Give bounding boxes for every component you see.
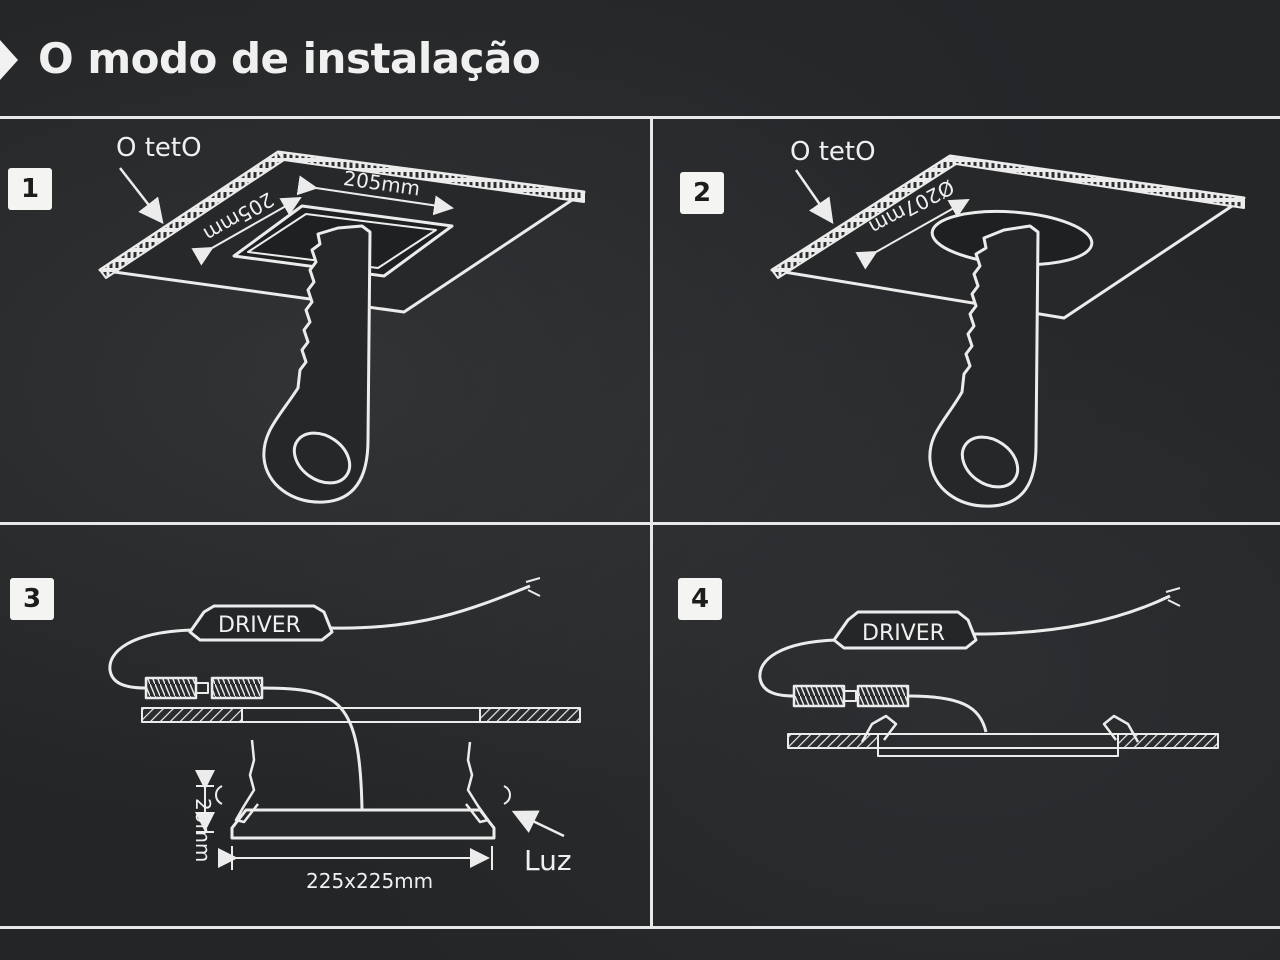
ceiling-pointer-arrow: [119, 167, 164, 224]
light-cable: [261, 686, 364, 811]
saw-handle-hole: [960, 435, 1020, 489]
light-pointer-arrow: [511, 810, 565, 838]
step-1-ceiling-label: O tetO: [116, 133, 202, 163]
driver-output-cable: [108, 628, 193, 690]
ceiling-pointer-arrow: [794, 169, 834, 225]
step-number-4: 4: [678, 578, 722, 620]
driver-box: [832, 610, 978, 650]
step-3-height-dimension: 20mm: [191, 798, 215, 862]
grid-line-top: [0, 116, 1280, 119]
connector-female: [856, 684, 910, 708]
step-3-light-label: Luz: [524, 844, 572, 877]
step-3-size-dimension: 225x225mm: [306, 869, 433, 893]
grid-line-bottom: [0, 926, 1280, 929]
step-1-diagram: [98, 150, 586, 504]
ceiling-section-right: [479, 707, 581, 723]
header-triangle-icon: [0, 40, 18, 80]
step-number-2: 2: [680, 172, 724, 214]
step-3-driver-label: DRIVER: [218, 613, 301, 638]
connector-male: [792, 684, 846, 708]
step-4-driver-label: DRIVER: [862, 621, 945, 646]
grid-line-vertical: [650, 116, 653, 929]
step-2-diagram: [770, 154, 1246, 508]
spring-clip-left: [234, 739, 259, 824]
spring-clip-right: [465, 741, 490, 824]
page-title: O modo de instalação: [38, 34, 541, 83]
step-number-3: 3: [10, 578, 54, 620]
jigsaw-blade: [928, 224, 1040, 508]
light-cable: [907, 694, 988, 733]
step-3-diagram: [108, 577, 581, 870]
grid-line-middle: [0, 522, 1280, 525]
saw-handle-hole: [292, 431, 352, 485]
ceiling-section-left: [141, 707, 243, 723]
supply-cable: [329, 584, 531, 630]
connector-male: [144, 676, 198, 700]
spring-clip-left: [860, 714, 898, 743]
panel-light-body: [877, 747, 1119, 757]
spring-clip-right: [1102, 714, 1140, 743]
panel-light-body: [230, 808, 496, 840]
step-number-1: 1: [8, 168, 52, 210]
supply-cable: [973, 594, 1171, 636]
ceiling-edge-back: [949, 155, 1245, 209]
driver-output-cable: [758, 638, 837, 698]
connector-female: [210, 676, 264, 700]
step-4-diagram: [758, 587, 1219, 757]
step-2-ceiling-label: O tetO: [790, 137, 876, 167]
jigsaw-blade: [262, 224, 372, 504]
driver-box: [188, 604, 334, 642]
ceiling-section-right: [1117, 733, 1219, 749]
